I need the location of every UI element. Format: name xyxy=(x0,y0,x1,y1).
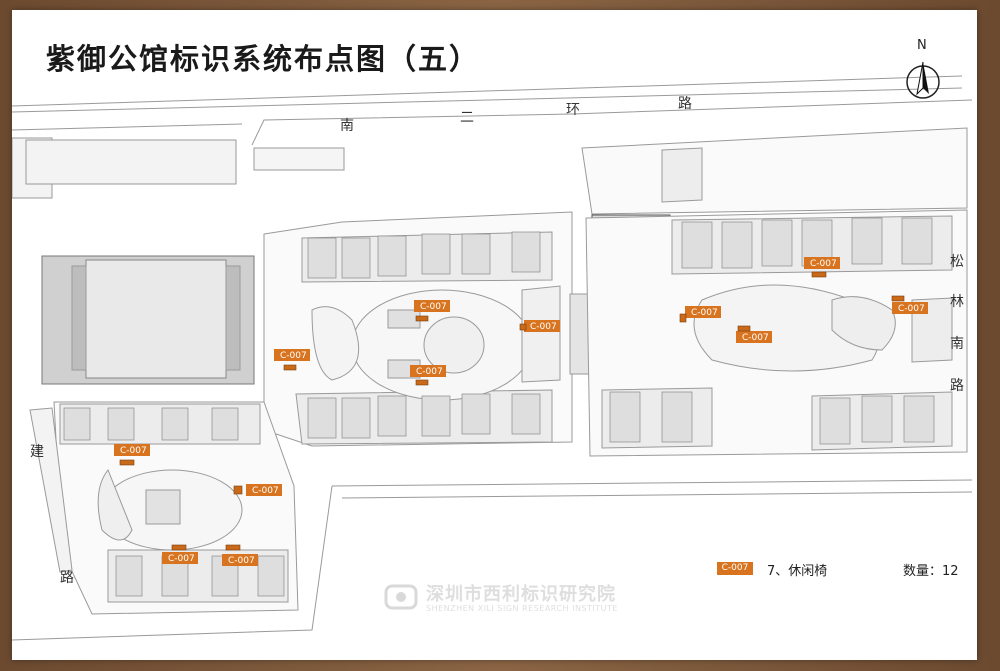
marker-c007[interactable]: C-007 xyxy=(891,295,928,314)
road-label-south-ring-2: 二 xyxy=(460,110,474,126)
road-label-south-ring-4: 路 xyxy=(678,96,692,112)
road-label-songlin-3: 南 xyxy=(950,336,964,352)
marker-code: C-007 xyxy=(530,322,557,332)
marker-code: C-007 xyxy=(168,554,195,564)
marker-code: C-007 xyxy=(280,351,307,361)
marker-code: C-007 xyxy=(228,556,255,566)
marker-c007[interactable]: C-007 xyxy=(410,365,446,386)
marker-c007[interactable]: C-007 xyxy=(274,349,310,371)
marker-c007[interactable]: C-007 xyxy=(162,544,198,564)
marker-c007[interactable]: C-007 xyxy=(222,544,258,566)
watermark-name-cn: 深圳市西利标识研究院 xyxy=(426,584,616,605)
map-sheet: 南 二 环 路 松 林 南 路 建 路 C-007 C-007 C-007 xyxy=(12,10,977,660)
marker-code: C-007 xyxy=(898,304,925,314)
institute-logo-icon xyxy=(384,584,418,610)
legend-count: 数量：12 xyxy=(903,564,959,579)
marker-c007[interactable]: C-007 xyxy=(519,320,560,332)
road-label-jian-1: 建 xyxy=(30,444,44,460)
marker-c007[interactable]: C-007 xyxy=(414,300,450,322)
road-label-songlin-4: 路 xyxy=(950,378,964,394)
legend-description: 7、休闲椅 xyxy=(767,564,828,579)
road-label-songlin-2: 林 xyxy=(950,294,964,310)
site-plan-map: 南 二 环 路 松 林 南 路 建 路 C-007 C-007 C-007 xyxy=(12,75,973,641)
marker-code: C-007 xyxy=(742,333,769,343)
road-label-south-ring-3: 环 xyxy=(566,102,580,118)
marker-code: C-007 xyxy=(420,302,447,312)
north-arrow-icon: N xyxy=(905,38,941,110)
marker-code: C-007 xyxy=(252,486,279,496)
marker-c007[interactable]: C-007 xyxy=(736,325,772,343)
marker-c007[interactable]: C-007 xyxy=(114,444,150,466)
road-label-south-ring-1: 南 xyxy=(340,118,354,134)
north-label: N xyxy=(917,38,927,53)
page-title: 紫御公馆标识系统布点图（五） xyxy=(46,42,481,76)
marker-c007[interactable]: C-007 xyxy=(679,306,721,323)
watermark: 深圳市西利标识研究院 SHENZHEN XILI SIGN RESEARCH I… xyxy=(374,576,674,626)
legend-code-tag: C-007 xyxy=(717,562,753,575)
marker-c007[interactable]: C-007 xyxy=(804,257,840,278)
marker-group: C-007 C-007 C-007 C-007 C-007 xyxy=(114,257,928,566)
compass-icon xyxy=(906,61,940,99)
marker-c007[interactable]: C-007 xyxy=(233,484,282,496)
map-legend: C-007 7、休闲椅 数量：12 xyxy=(707,560,977,582)
watermark-name-en: SHENZHEN XILI SIGN RESEARCH INSTITUTE xyxy=(426,604,618,613)
marker-code: C-007 xyxy=(691,308,718,318)
road-label-songlin-1: 松 xyxy=(950,254,964,270)
marker-code: C-007 xyxy=(416,367,443,377)
marker-code: C-007 xyxy=(120,446,147,456)
marker-code: C-007 xyxy=(810,259,837,269)
road-label-jian-2: 路 xyxy=(60,570,74,586)
